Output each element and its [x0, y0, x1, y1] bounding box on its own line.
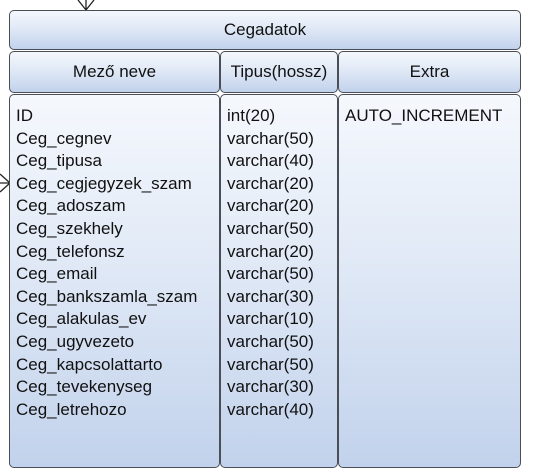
field-type: varchar(30) [227, 377, 314, 397]
field-type-header: Tipus(hossz) [220, 51, 338, 93]
field-type: varchar(20) [227, 173, 314, 193]
extra-value: AUTO_INCREMENT [345, 106, 503, 125]
field-name: ID [16, 106, 33, 125]
field-type: varchar(10) [227, 309, 314, 329]
field-type: varchar(20) [227, 241, 314, 261]
field-type: varchar(30) [227, 286, 314, 306]
extra-column: Extra AUTO_INCREMENT [338, 51, 521, 468]
field-name-list: ID Ceg_cegnev Ceg_tipusa Ceg_cegjegyzek_… [9, 94, 220, 468]
crowfoot-top-icon [77, 0, 95, 11]
table-title: Cegadatok [9, 10, 521, 50]
field-name-column: Mező neve ID Ceg_cegnev Ceg_tipusa Ceg_c… [9, 51, 220, 468]
field-name: Ceg_email [16, 264, 98, 284]
field-name: Ceg_kapcsolattarto [16, 354, 163, 374]
field-type: varchar(50) [227, 128, 314, 148]
extra-list: AUTO_INCREMENT [338, 94, 521, 468]
field-type-list: int(20) varchar(50) varchar(40) varchar(… [220, 94, 338, 468]
field-name: Ceg_ugyvezeto [16, 331, 135, 351]
field-name: Ceg_adoszam [16, 196, 126, 216]
field-name: Ceg_tevekenyseg [16, 377, 153, 397]
field-type: varchar(50) [227, 354, 314, 374]
field-name: Ceg_letrehozo [16, 399, 127, 419]
field-type: varchar(20) [227, 196, 314, 216]
field-type: int(20) [227, 106, 276, 125]
field-type: varchar(40) [227, 151, 314, 171]
field-name: Ceg_alakulas_ev [16, 309, 147, 329]
field-name: Ceg_telefonsz [16, 241, 125, 261]
field-name: Ceg_cegjegyzek_szam [16, 173, 192, 193]
extra-header: Extra [338, 51, 521, 93]
field-type: varchar(50) [227, 331, 314, 351]
field-name: Ceg_cegnev [16, 128, 112, 148]
field-type: varchar(40) [227, 399, 314, 419]
field-type-column: Tipus(hossz) int(20) varchar(50) varchar… [220, 51, 338, 468]
field-name: Ceg_bankszamla_szam [16, 286, 198, 306]
field-name: Ceg_szekhely [16, 218, 123, 238]
field-name-header: Mező neve [9, 51, 220, 93]
field-type: varchar(50) [227, 264, 314, 284]
field-name: Ceg_tipusa [16, 151, 103, 171]
field-type: varchar(50) [227, 218, 314, 238]
